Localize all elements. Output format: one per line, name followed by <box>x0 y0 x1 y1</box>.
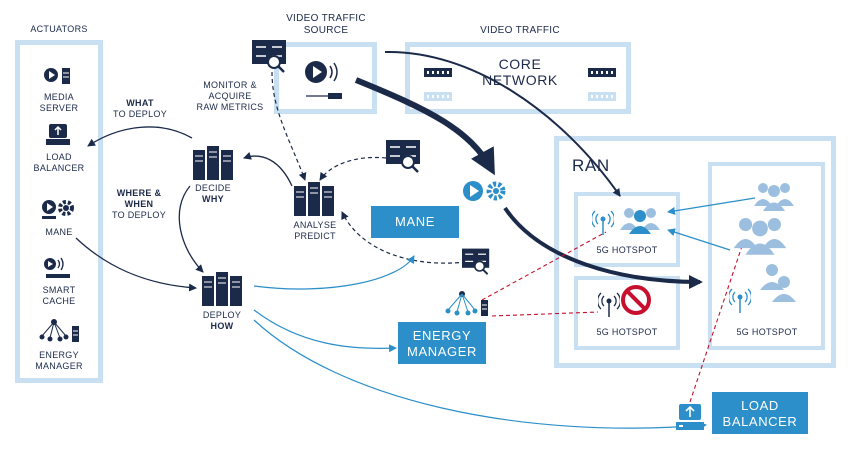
what-label-2: TO DEPLOY <box>112 109 168 119</box>
energy-manager-node-icon <box>445 291 488 316</box>
media-server-label: MEDIA SERVER <box>39 92 79 113</box>
hotspot-antenna-icon-2 <box>598 292 620 317</box>
core-network-label-2: NETWORK <box>482 72 558 88</box>
smart-cache-icon <box>44 257 70 278</box>
why-label: WHY <box>202 194 224 204</box>
where-label-1: WHERE & <box>116 188 162 198</box>
predict-label: PREDICT <box>294 231 336 241</box>
monitor-probe-icon <box>252 40 286 73</box>
deploy-server-icon <box>202 272 242 306</box>
video-play-icon <box>305 61 342 99</box>
analyse-server-icon <box>294 182 334 216</box>
video-traffic-title: VIDEO TRAFFIC <box>480 25 560 36</box>
where-label-3: TO DEPLOY <box>111 210 167 220</box>
actuators-panel <box>15 40 103 383</box>
mane-play-gear-icon <box>463 181 506 201</box>
hotspot-panel-3 <box>708 162 825 350</box>
load-balancer-label: LOAD BALANCER <box>33 152 85 173</box>
energy-box-label-1: ENERGY <box>412 328 472 343</box>
network-switch-icon <box>424 68 452 101</box>
where-label-2: WHEN <box>124 199 154 209</box>
hotspot-antenna-icon-3 <box>729 288 751 313</box>
load-balancer-icon <box>46 124 70 145</box>
energy-manager-box: ENERGY MANAGER <box>398 322 486 364</box>
deploy-label: DEPLOY <box>202 310 242 320</box>
mane-icon <box>42 200 74 219</box>
video-source-title-1: VIDEO TRAFFIC <box>286 13 366 24</box>
users-icon-4 <box>760 264 796 302</box>
load-balancer-node-icon <box>676 404 704 430</box>
users-icon-3 <box>733 217 787 255</box>
lb-box-label-2: BALANCER <box>722 414 798 429</box>
core-network-panel <box>405 42 631 114</box>
monitor-label-3: RAW METRICS <box>196 102 264 112</box>
network-switch-icon-2 <box>588 68 616 101</box>
users-icon-1 <box>620 208 660 234</box>
hotspot-label-1: 5G HOTSPOT <box>596 245 658 255</box>
what-label-1: WHAT <box>126 98 154 108</box>
load-balancer-box: LOAD BALANCER <box>712 392 808 434</box>
decide-label: DECIDE <box>195 183 231 193</box>
hotspot-label-3: 5G HOTSPOT <box>736 327 798 337</box>
lb-box-label-1: LOAD <box>741 398 779 413</box>
monitor-label-1: MONITOR & <box>203 80 257 90</box>
energy-box-label-2: MANAGER <box>407 344 477 359</box>
hotspot-antenna-icon-1 <box>592 210 614 235</box>
users-icon-2 <box>754 183 794 211</box>
decide-server-icon <box>193 146 233 180</box>
monitor-label-2: ACQUIRE <box>208 91 252 101</box>
core-network-label-1: CORE <box>498 56 542 72</box>
mane-actuator-label: MANE <box>45 227 73 237</box>
mane-box: MANE <box>371 206 459 238</box>
monitor-probe-icon-2 <box>386 140 420 173</box>
energy-manager-actuator-label: ENERGY MANAGER <box>35 350 83 371</box>
video-source-title-2: SOURCE <box>303 25 349 36</box>
actuators-title: ACTUATORS <box>30 24 88 34</box>
energy-manager-icon <box>39 319 79 342</box>
mane-box-label: MANE <box>395 214 435 229</box>
ran-title: RAN <box>572 156 610 175</box>
prohibited-icon <box>621 285 651 315</box>
analyse-label: ANALYSE <box>293 220 337 230</box>
smart-cache-label: SMART CACHE <box>42 285 76 306</box>
media-server-icon <box>44 68 70 84</box>
hotspot-label-2: 5G HOTSPOT <box>596 327 658 337</box>
video-source-panel <box>274 42 377 114</box>
how-label: HOW <box>210 321 234 331</box>
monitor-probe-icon-3 <box>462 248 490 275</box>
